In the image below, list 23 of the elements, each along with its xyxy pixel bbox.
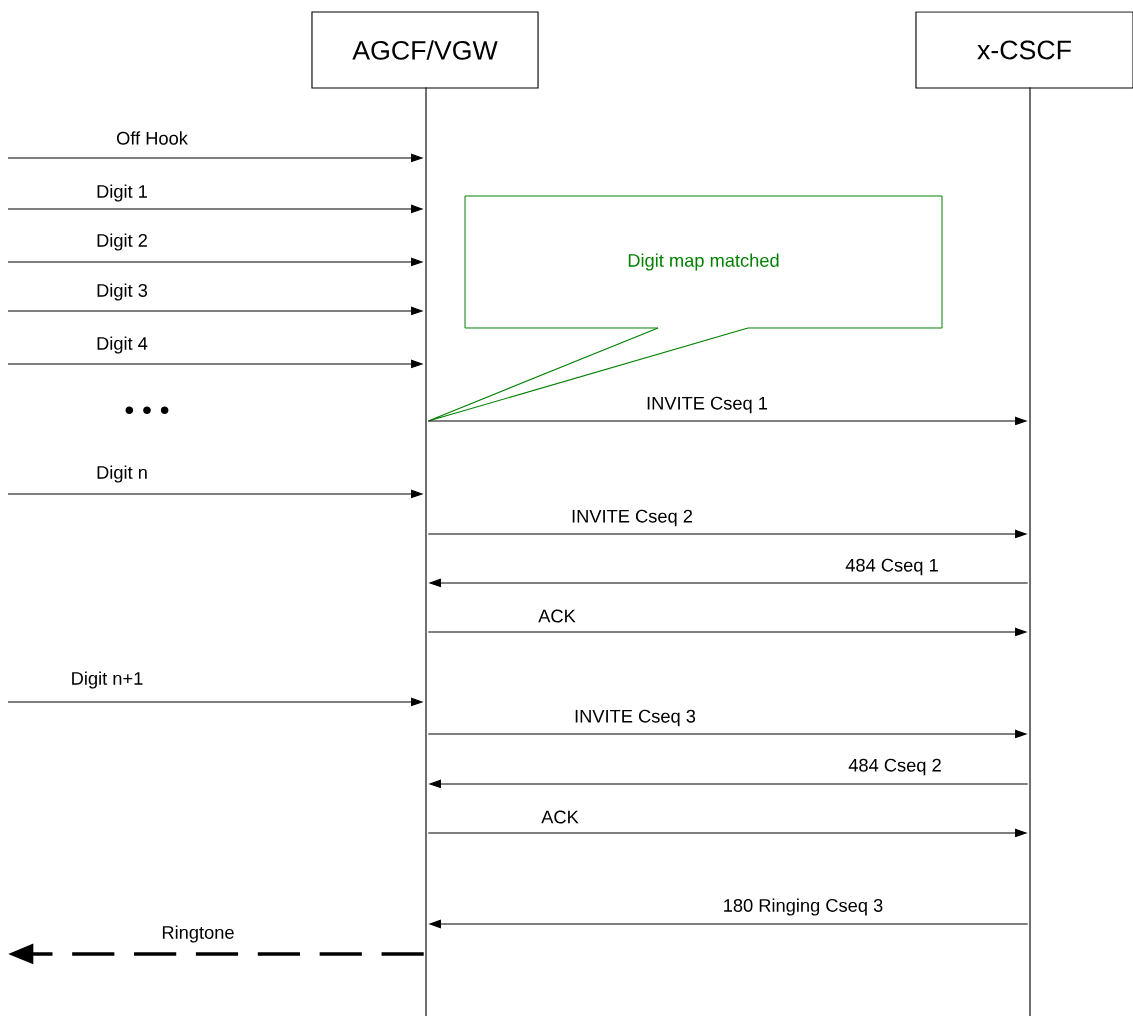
message-label: Ringtone	[160, 924, 236, 944]
lifeline	[425, 87, 427, 1016]
message-label: 484 Cseq 2	[846, 757, 944, 777]
message-label: Digit n	[94, 464, 150, 484]
message-label: ACK	[536, 608, 578, 624]
participant-box: x-CSCF	[915, 11, 1133, 89]
callout-box: Digit map matched	[464, 195, 943, 329]
message-label: INVITE Cseq 2	[569, 508, 695, 528]
ellipsis-dots: • • •	[125, 406, 169, 415]
message-label: Digit 1	[94, 183, 150, 203]
message-label: 484 Cseq 1	[843, 557, 941, 577]
lifeline	[1029, 87, 1031, 1016]
message-label: INVITE Cseq 1	[644, 395, 770, 415]
callout-pointer	[427, 327, 749, 422]
message-label: INVITE Cseq 3	[572, 708, 698, 728]
message-label: Digit 4	[94, 335, 150, 355]
participant-box: AGCF/VGW	[311, 11, 539, 89]
message-label: 180 Ringing Cseq 3	[721, 897, 885, 917]
message-label: Digit 3	[94, 282, 150, 302]
message-label: Off Hook	[114, 129, 190, 147]
message-label: Digit n+1	[69, 670, 145, 690]
message-label: Digit 2	[94, 232, 150, 252]
message-label: ACK	[539, 809, 581, 825]
